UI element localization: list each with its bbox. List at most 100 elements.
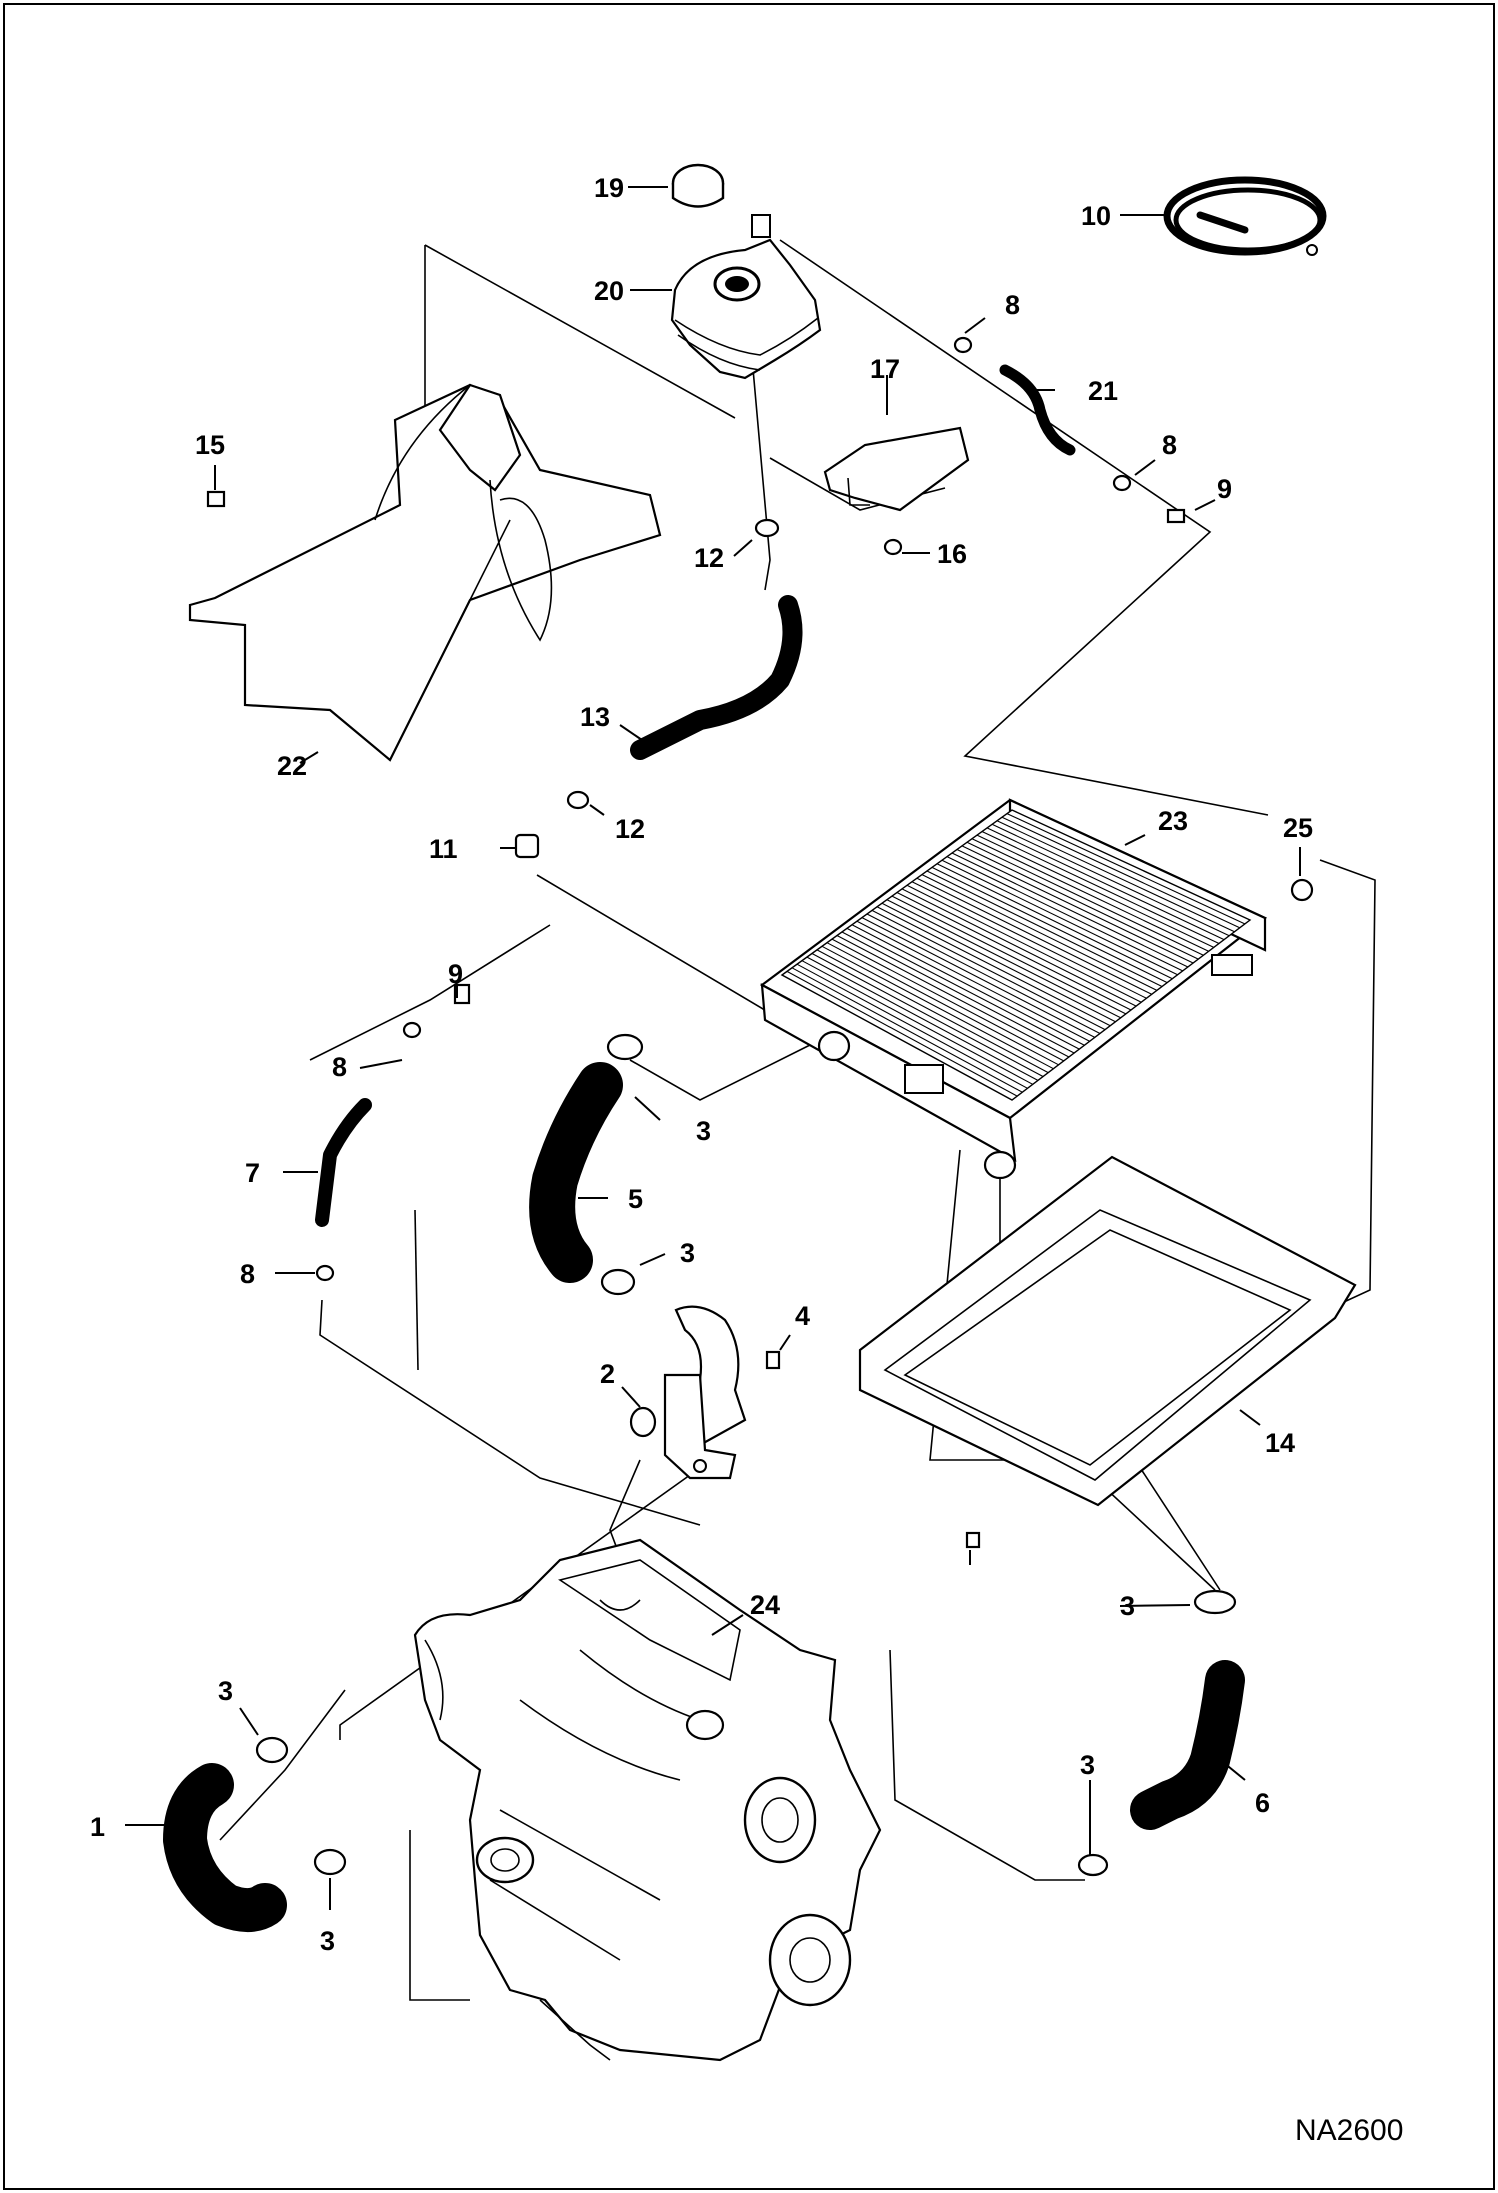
radiator-fin-line xyxy=(806,956,1039,1081)
clamp-3a xyxy=(606,1033,644,1061)
radiator-fin-line xyxy=(866,913,1101,1034)
bolt-15 xyxy=(206,490,226,508)
fitting-11 xyxy=(514,833,540,859)
callout-9b: 9 xyxy=(448,959,463,989)
callout-3b: 3 xyxy=(680,1238,695,1268)
radiator-fin-line xyxy=(981,831,1220,944)
clamp-3d xyxy=(1077,1853,1109,1877)
expansion-tank-cap xyxy=(671,163,725,208)
radiator-fin-line xyxy=(801,960,1033,1085)
callout-18: 19 xyxy=(594,173,624,203)
callout-11: 11 xyxy=(429,834,458,864)
callout-labels: 19 20 10 8 17 21 15 8 9 12 16 13 22 12 1… xyxy=(90,173,1313,1956)
callout-8b: 8 xyxy=(1162,430,1177,460)
hose-1 xyxy=(163,1763,287,1932)
callout-17: 17 xyxy=(870,354,900,384)
callout-3e: 3 xyxy=(218,1676,233,1706)
callout-3f: 3 xyxy=(320,1926,335,1956)
radiator-fin-line xyxy=(966,841,1204,956)
radiator-fin-line xyxy=(986,827,1225,941)
callout-3c: 3 xyxy=(1120,1591,1135,1621)
callout-16: 16 xyxy=(937,539,967,569)
fitting-9b xyxy=(453,983,471,1005)
tank-bracket xyxy=(823,426,970,512)
callout-13: 13 xyxy=(580,702,610,732)
radiator-fin-line xyxy=(876,906,1111,1027)
hose-5-upper-pipe xyxy=(674,1305,747,1447)
hose-clamps xyxy=(255,336,1237,1877)
hose-6 xyxy=(1130,1660,1245,1830)
bolt-25 xyxy=(965,1531,981,1549)
radiator-fin-line xyxy=(811,953,1044,1077)
bolt-4 xyxy=(765,1350,781,1370)
callout-24: 25 xyxy=(1283,813,1313,843)
radiator-fin-line xyxy=(971,838,1209,952)
radiator-fin-line xyxy=(996,820,1235,933)
engine xyxy=(413,1538,882,2062)
callout-12a: 12 xyxy=(694,543,724,573)
clamp-8a xyxy=(953,336,973,354)
fittings xyxy=(206,490,1314,1549)
radiator-fin-line xyxy=(856,920,1090,1042)
clamp-12a xyxy=(754,518,780,538)
radiator-fin-line xyxy=(901,888,1137,1007)
radiator-frame xyxy=(858,1155,1357,1507)
callout-15: 15 xyxy=(195,430,225,460)
radiator-fin-line xyxy=(851,924,1085,1046)
clamp-8b xyxy=(1112,474,1132,492)
plug-24 xyxy=(1290,878,1314,902)
clamp-8c xyxy=(402,1021,422,1039)
callout-19: 20 xyxy=(594,276,624,306)
radiator-fin-line xyxy=(891,895,1127,1015)
callout-4: 4 xyxy=(795,1301,810,1331)
radiator-fin-line xyxy=(836,935,1070,1058)
radiator-fin-line xyxy=(871,909,1106,1031)
nut-16 xyxy=(883,538,903,556)
callout-21: 22 xyxy=(277,751,307,781)
drawing-code: NA2600 xyxy=(1295,2114,1403,2147)
radiator-fin-line xyxy=(921,874,1158,991)
radiator-fin-line xyxy=(931,866,1168,984)
radiator-fin-line xyxy=(976,834,1215,948)
radiator-fin-line xyxy=(906,884,1142,1003)
clamp-3c xyxy=(1193,1589,1237,1615)
radiator xyxy=(759,798,1268,1180)
radiator-fin-line xyxy=(1006,813,1246,925)
fitting-9a xyxy=(1166,508,1186,524)
callout-10: 10 xyxy=(1081,201,1111,231)
callout-2: 2 xyxy=(600,1359,615,1389)
callout-9a: 9 xyxy=(1217,474,1232,504)
callout-6: 6 xyxy=(1255,1788,1270,1818)
callout-8a: 8 xyxy=(1005,290,1020,320)
callout-14: 14 xyxy=(1265,1428,1295,1458)
hose-13 xyxy=(630,595,803,760)
radiator-fin-line xyxy=(941,859,1178,976)
radiator-fin-line xyxy=(861,917,1096,1038)
callout-20: 21 xyxy=(1088,376,1118,406)
clamp-12b xyxy=(566,790,590,810)
radiator-fin-line xyxy=(911,881,1147,999)
radiator-fin-line xyxy=(846,927,1080,1050)
hose-20 xyxy=(999,364,1076,456)
clamp-3e xyxy=(255,1736,289,1764)
clamp-3b xyxy=(600,1268,636,1296)
radiator-fin-line xyxy=(831,938,1064,1062)
callout-3a: 3 xyxy=(696,1116,711,1146)
callout-1: 1 xyxy=(90,1812,105,1842)
overflow-hose-coil xyxy=(1163,176,1327,256)
radiator-fin-line xyxy=(886,899,1121,1019)
radiator-fin-line xyxy=(991,823,1230,937)
clamp-3f xyxy=(313,1848,347,1876)
radiator-fin-line xyxy=(821,945,1054,1070)
radiator-fins xyxy=(786,813,1246,1097)
callout-8d: 8 xyxy=(240,1259,255,1289)
radiator-fin-line xyxy=(961,845,1199,960)
outlet-bracket xyxy=(629,1373,737,1480)
radiator-fin-line xyxy=(826,942,1059,1066)
callout-5: 5 xyxy=(628,1184,643,1214)
callout-8c: 8 xyxy=(332,1052,347,1082)
radiator-fin-line xyxy=(951,852,1189,968)
radiator-fin-line xyxy=(796,963,1028,1089)
callout-leaders xyxy=(125,186,1301,1910)
